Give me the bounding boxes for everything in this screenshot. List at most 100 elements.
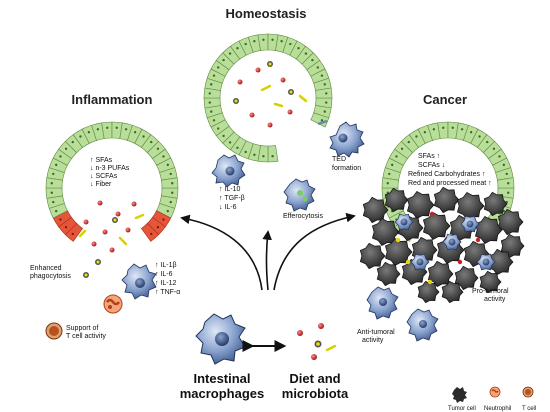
- epithelial-nucleus: [442, 126, 445, 129]
- homeostasis-lumen-contents: [233, 61, 308, 128]
- epithelial-nucleus: [222, 134, 225, 138]
- macrophage-nucleus: [466, 220, 474, 228]
- inflammation-neutrophil: [103, 294, 123, 314]
- inflam-diet-3: ↓ SCFAs: [90, 173, 118, 180]
- epithelial-nucleus: [142, 135, 145, 138]
- homeo-cytokine-2: ↑ TGF-β: [219, 195, 245, 202]
- epithelial-nucleus: [323, 83, 326, 86]
- epithelial-nucleus: [486, 140, 489, 144]
- epithelial-nucleus: [54, 163, 58, 167]
- epithelial-nucleus: [415, 135, 418, 138]
- tumor-particle: [395, 237, 401, 243]
- inflam-cytokine-4: ↑ TNF-α: [155, 289, 180, 296]
- epithelial-nucleus: [478, 135, 481, 138]
- epithelial-nucleus: [212, 74, 216, 77]
- epithelial-nucleus: [71, 140, 74, 144]
- epithelial-nucleus: [59, 155, 62, 158]
- epithelial-nucleus: [50, 182, 53, 185]
- epithelial-nucleus: [316, 66, 319, 69]
- tumor-cell: [384, 237, 413, 267]
- cancer-diet-2: SCFAs ↓: [418, 162, 445, 169]
- epithelial-cell: [315, 87, 333, 99]
- homeo-cytokine-1: ↑ IL-10: [219, 186, 241, 193]
- epithelial-nucleus: [253, 153, 256, 156]
- epithelial-nucleus: [169, 200, 172, 204]
- epithelial-nucleus: [166, 163, 170, 167]
- tcell-label-1: Support of: [66, 325, 98, 332]
- epithelial-nucleus: [210, 110, 213, 113]
- epithelial-nucleus: [297, 47, 300, 50]
- epithelial-nucleus: [460, 128, 464, 131]
- epithelial-nucleus: [311, 58, 314, 62]
- epithelial-cell: [140, 222, 160, 242]
- diet-label-2: microbiota: [282, 386, 349, 401]
- epithelial-nucleus: [115, 126, 118, 129]
- epithelial-nucleus: [133, 130, 137, 134]
- legend: Tumor cell Neutrophil T cell: [448, 386, 536, 412]
- inflam-cytokine-2: ↑ IL-6: [155, 271, 173, 278]
- legend-t-cell-icon: [522, 386, 534, 398]
- intestinal-macrophage: [195, 313, 246, 365]
- epithelial-nucleus: [320, 74, 324, 77]
- epithelial-nucleus: [325, 92, 328, 95]
- efferocytosis-macrophage: [283, 178, 316, 212]
- epithelial-nucleus: [244, 150, 247, 154]
- epithelial-nucleus: [304, 52, 308, 55]
- epithelial-nucleus: [492, 147, 496, 150]
- tumor-cell: [406, 190, 435, 220]
- epithelial-nucleus: [54, 209, 58, 213]
- epithelial-nucleus: [79, 135, 82, 138]
- epithelial-nucleus: [87, 130, 91, 134]
- inflam-diet-1: ↑ SFAs: [90, 157, 113, 164]
- tumor-cell: [483, 191, 508, 217]
- epithelial-nucleus: [469, 130, 473, 134]
- inflam-cytokine-1: ↑ IL-1β: [155, 262, 177, 269]
- tumor-cell: [384, 187, 409, 213]
- cancer-diet-3: Refined Carbohydrates ↑: [408, 171, 485, 178]
- epithelial-nucleus: [52, 200, 55, 204]
- epithelial-nucleus: [171, 182, 174, 185]
- epithelial-nucleus: [400, 147, 404, 150]
- epithelial-nucleus: [253, 40, 256, 43]
- epithelial-nucleus: [507, 182, 510, 185]
- tumor-cell: [441, 280, 464, 304]
- epithelial-nucleus: [222, 58, 225, 62]
- epithelial-nucleus: [124, 128, 128, 131]
- epithelial-nucleus: [236, 146, 239, 149]
- epithelial-nucleus: [388, 172, 391, 176]
- arrow-to-homeostasis: [262, 230, 272, 291]
- tumor-cell: [474, 215, 503, 245]
- tumor-cell: [417, 280, 440, 304]
- tumor-cell: [422, 211, 451, 241]
- tumor-mass: [359, 186, 525, 304]
- epithelial-nucleus: [162, 155, 165, 158]
- epithelial-nucleus: [150, 140, 153, 144]
- macrophage-nucleus: [400, 218, 408, 226]
- epithelial-nucleus: [64, 147, 68, 150]
- homeostasis-macrophage: [211, 154, 246, 188]
- epithelial-nucleus: [52, 172, 55, 176]
- epithelial-nucleus: [96, 128, 100, 131]
- epithelial-nucleus: [502, 163, 506, 167]
- epithelial-nucleus: [271, 38, 274, 41]
- tumor-particle: [405, 259, 411, 265]
- epithelial-nucleus: [395, 155, 398, 158]
- epithelial-nucleus: [71, 232, 74, 236]
- tumor-cell: [433, 186, 460, 214]
- epithelial-nucleus: [325, 101, 328, 104]
- legend-tcell-label: T cell: [522, 406, 536, 412]
- epithelial-nucleus: [212, 119, 216, 122]
- epithelial-nucleus: [244, 42, 247, 46]
- tumor-cell: [376, 261, 401, 287]
- epithelial-cell: [161, 177, 179, 189]
- homeo-cytokine-3: ↓ IL-6: [219, 204, 237, 211]
- epithelial-nucleus: [407, 140, 410, 144]
- tumor-cell: [456, 191, 485, 221]
- epithelial-nucleus: [171, 191, 174, 194]
- epithelial-nucleus: [320, 119, 324, 122]
- epithelial-nucleus: [106, 126, 109, 129]
- efferocytosis-label: Efferocytosis: [283, 213, 323, 220]
- legend-tumor-label: Tumor cell: [448, 406, 476, 412]
